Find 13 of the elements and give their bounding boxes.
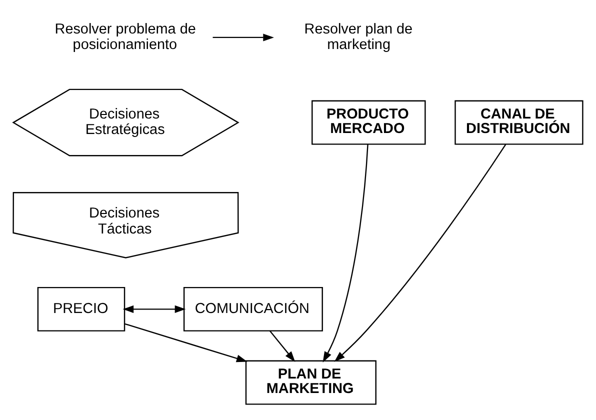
arrow	[334, 144, 506, 362]
node-box: PRODUCTO MERCADO	[312, 100, 426, 145]
node-box: PLAN DE MARKETING	[245, 360, 376, 405]
arrow	[269, 330, 296, 362]
node-box: CANAL DE DISTRIBUCIÓN	[454, 100, 584, 145]
arrow	[122, 305, 186, 313]
node-text: Resolver plan de marketing	[304, 21, 413, 53]
arrow	[322, 144, 368, 362]
node-box: COMUNICACIÓN	[183, 286, 323, 332]
node-text: Resolver problema de posicionamiento	[54, 21, 196, 53]
arrow	[212, 34, 274, 42]
node-box: PRECIO	[37, 286, 126, 332]
arrow	[124, 323, 248, 362]
